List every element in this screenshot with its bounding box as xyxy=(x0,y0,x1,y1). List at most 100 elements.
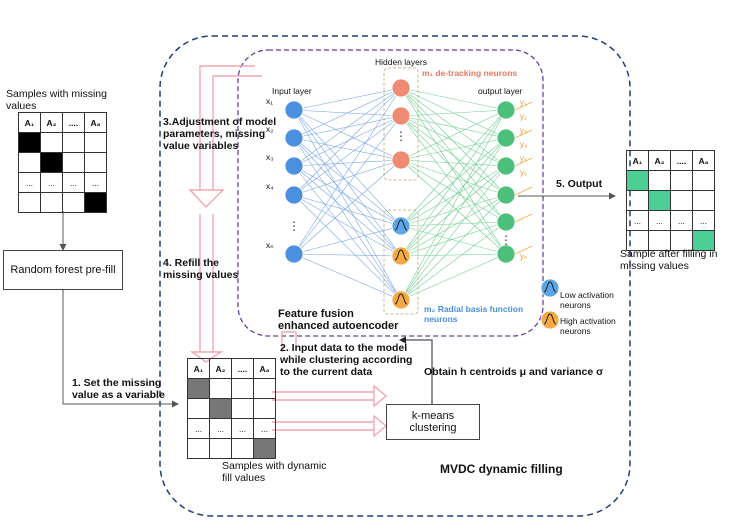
table-row xyxy=(187,398,276,419)
output-label: y₅ xyxy=(520,154,528,163)
obtain-label: Obtain h centroids μ and variance σ xyxy=(424,366,604,378)
edge-hidden-output xyxy=(400,159,507,223)
table-cell xyxy=(648,170,671,191)
edge-hidden-output xyxy=(400,159,507,255)
edge-hidden-output xyxy=(400,253,507,257)
random-forest-box: Random forest pre-fill xyxy=(3,250,123,290)
feature-fusion-label: Feature fusion enhanced autoencoder xyxy=(278,308,398,332)
table-cell xyxy=(18,192,41,213)
edge-input-hidden xyxy=(293,137,402,301)
filled-cell xyxy=(253,438,276,459)
ellipsis-cell: ... xyxy=(231,418,254,439)
step4-label: 4. Refill the missing values xyxy=(163,257,238,281)
edge-hidden-output xyxy=(400,87,507,111)
kmeans-line1: k-means xyxy=(411,410,455,422)
output-arrow xyxy=(514,101,533,111)
edge-input-hidden xyxy=(293,115,402,255)
edge-input-hidden xyxy=(293,137,402,161)
header-cell: A₁ xyxy=(18,112,41,133)
table-cell xyxy=(253,378,276,399)
output-label: y₆ xyxy=(520,168,528,177)
output-layer-label: output layer xyxy=(478,86,523,96)
output-arrow xyxy=(514,129,533,139)
table-row xyxy=(626,190,715,211)
output-label: y₂ xyxy=(520,112,528,121)
output-label: y₄ xyxy=(520,140,528,149)
missing-title-line2: values xyxy=(6,100,37,112)
missing-samples-title: Samples with missing values xyxy=(6,88,107,112)
output-node xyxy=(496,128,516,148)
step1-line2: value as a variable xyxy=(72,389,165,401)
mvdc-label: MVDC dynamic filling xyxy=(440,462,563,476)
header-cell: A₈ xyxy=(692,150,715,171)
header-cell: A₈ xyxy=(84,112,107,133)
tracking-neuron xyxy=(391,150,411,170)
edge-hidden-output xyxy=(400,165,507,257)
step3-line3: value variables xyxy=(163,140,239,152)
header-cell: A₁ xyxy=(187,358,210,379)
legend-high: High activation neurons xyxy=(560,316,616,336)
edge-hidden-output xyxy=(400,221,507,301)
edge-hidden-output xyxy=(400,137,507,301)
input-label: x₄ xyxy=(266,181,274,191)
hidden-ellipsis: ⋮ xyxy=(395,129,407,143)
missing-title-line1: Samples with missing xyxy=(6,88,107,100)
step3-line1: 3.Adjustment of model xyxy=(163,116,277,128)
table-cell xyxy=(670,190,693,211)
output-node xyxy=(496,156,516,176)
ellipsis-cell: ... xyxy=(84,172,107,193)
legend-low-line1: Low activation xyxy=(560,290,614,300)
edge-input-hidden xyxy=(293,87,402,111)
table-cell xyxy=(40,132,63,153)
autoencoder-region xyxy=(237,49,544,337)
filled-cell xyxy=(40,152,63,173)
feature-line2: enhanced autoencoder xyxy=(278,320,399,332)
tracking-neuron xyxy=(391,106,411,126)
edge-hidden-output xyxy=(400,115,507,223)
step4-line2: missing values xyxy=(163,269,239,281)
legend-low-icon xyxy=(540,278,560,298)
rbf-group-box xyxy=(383,209,419,315)
edge-hidden-output xyxy=(400,109,507,117)
table-row xyxy=(626,230,715,251)
table-cell xyxy=(692,190,715,211)
input-ellipsis: ⋮ xyxy=(288,219,300,233)
edge-hidden-output xyxy=(400,221,507,227)
table-cell xyxy=(62,132,85,153)
edge-hidden-output xyxy=(400,87,507,196)
after-caption-line2: missing values xyxy=(620,260,689,272)
random-forest-label: Random forest pre-fill xyxy=(10,264,116,276)
ellipsis-cell: ... xyxy=(187,418,210,439)
table-row xyxy=(187,378,276,399)
edge-hidden-output xyxy=(400,194,507,257)
ellipsis-cell: ... xyxy=(40,172,63,193)
edge-input-hidden xyxy=(293,109,402,301)
edge-input-hidden xyxy=(293,165,402,257)
edge-input-hidden xyxy=(293,253,402,257)
step3-label: 3.Adjustment of model parameters, missin… xyxy=(163,116,276,152)
edge-input-hidden xyxy=(293,87,402,167)
table-cell xyxy=(187,438,210,459)
rbf-line1: m₂ Radial basis function xyxy=(424,304,524,314)
ellipsis-cell: ... xyxy=(62,172,85,193)
edge-input-hidden xyxy=(293,115,402,167)
ellipsis-cell: ... xyxy=(253,418,276,439)
edge-hidden-output xyxy=(400,165,507,227)
table-row: ............ xyxy=(18,172,107,193)
edge-input-hidden xyxy=(293,159,402,167)
ellipsis-cell: ... xyxy=(692,210,715,231)
step3-line2: parameters, missing xyxy=(163,128,266,140)
rbf-line2: neurons xyxy=(424,314,458,324)
legend-high-icon xyxy=(540,310,560,330)
rbf-neuron xyxy=(391,216,411,236)
tracking-neurons-label: m₁ de-tracking neurons xyxy=(422,68,518,78)
table-row: ............ xyxy=(626,210,715,231)
table-cell xyxy=(62,152,85,173)
table-cell xyxy=(62,192,85,213)
input-node xyxy=(284,244,304,264)
table-cell xyxy=(231,398,254,419)
output-label: y₁ xyxy=(520,98,527,107)
edge-hidden-output xyxy=(400,137,507,227)
